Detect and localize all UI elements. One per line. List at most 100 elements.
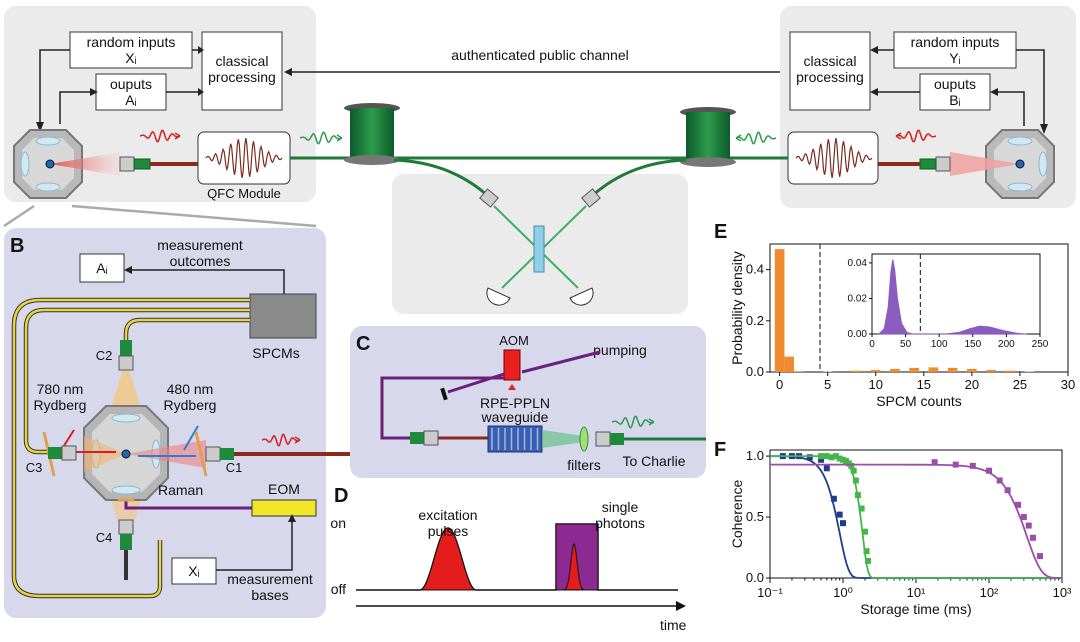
chart-f-point [818, 456, 825, 463]
b-coupler-c3 [48, 445, 77, 461]
chart-f-xtick-label: 10³ [1053, 585, 1072, 600]
chart-e-bar [890, 368, 900, 372]
b-bases-arrowhead [288, 514, 296, 522]
chart-f-point [840, 456, 846, 463]
chart-e-bar [784, 356, 795, 372]
zoom-line-right [71, 204, 317, 228]
chart-e-bar [870, 369, 881, 372]
b-bases-arrow [216, 520, 293, 571]
b-coupler-c1 [205, 446, 234, 462]
chart-f-xtick-label: 10⁰ [833, 585, 853, 600]
b-ai-box [79, 253, 125, 283]
right-input-symbol: Yᵢ [949, 50, 961, 66]
b-raman-beam [124, 500, 286, 510]
c-filter [579, 426, 589, 452]
fiber-to-charlie-right [591, 158, 687, 198]
right-classical-processing-box [789, 31, 871, 111]
right-red-photon-wave [895, 129, 937, 143]
d-excitation-pulse [419, 527, 477, 591]
d-time-label: time [660, 617, 687, 633]
chart-e-inset-xtick-label: 150 [964, 339, 981, 350]
b-c1-label: C1 [226, 460, 243, 475]
chart-e-ytick-label: 0.2 [746, 313, 764, 328]
charlie-right-coupler [581, 188, 601, 208]
chart-e-inset-xtick-label: 50 [900, 339, 912, 350]
chart-e-bar [774, 249, 785, 372]
chart-e-inset-xtick-label: 250 [1032, 339, 1049, 350]
chart-f-xlabel: Storage time (ms) [860, 601, 971, 617]
b-xi-box [171, 557, 217, 585]
c-waveguide-label-2: waveguide [481, 409, 549, 425]
zoom-line-left [3, 204, 35, 228]
b-measurement-bases-1: measurement [227, 571, 313, 587]
chart-e-xtick-label: 5 [824, 377, 831, 392]
right-atom-trap [950, 129, 1055, 199]
left-output-symbol: Aᵢ [125, 92, 137, 108]
left-random-inputs-label: random inputs [87, 34, 176, 50]
left-outputs-label: ouputs [110, 76, 152, 92]
left-processing-label-2: processing [208, 69, 276, 85]
charlie-left-coupler [479, 188, 499, 208]
qfc-module-label: QFC Module [207, 186, 281, 201]
chart-f-frame [769, 449, 1063, 579]
chart-e-ytick-label: 0.0 [746, 364, 764, 379]
chart-e-inset-ytick-label: 0.00 [848, 329, 868, 340]
b-c4-label: C4 [96, 530, 113, 545]
chart-f-point [823, 453, 830, 460]
b-c3-label: C3 [26, 460, 43, 475]
b-raman-label: Raman [158, 482, 203, 498]
right-output-arrowhead [990, 88, 998, 96]
chart-f-point [1020, 514, 1027, 521]
c-pump-in [521, 350, 601, 374]
b-780-label-2: Rydberg [34, 397, 87, 413]
d-single-photons-label-2: photons [595, 515, 645, 531]
chart-e-xtick-label: 25 [1013, 377, 1027, 392]
chart-f-point [952, 461, 959, 468]
chart-e-bar [947, 367, 958, 372]
d-off-label: off [331, 581, 346, 597]
charlie-detector-left [486, 287, 511, 306]
b-eom-box [251, 499, 317, 517]
right-fiber-spool [680, 107, 736, 167]
b-c2-label: C2 [96, 348, 113, 363]
b-measurement-bases-2: bases [251, 587, 288, 603]
c-aom-box [503, 349, 521, 381]
c-output-coupler [595, 431, 624, 447]
panel-b-background [4, 228, 326, 618]
left-inputs-to-processing-head [198, 46, 204, 54]
chart-f-xtick-label: 10⁻¹ [757, 585, 783, 600]
chart-e-inset-xtick-label: 100 [931, 339, 948, 350]
right-qfc-wavepacket [795, 138, 873, 178]
chart-f-point [858, 505, 865, 512]
left-qfc-wavepacket [205, 137, 283, 179]
d-pulse-trace [356, 523, 678, 591]
d-on-label: on [330, 515, 346, 531]
left-output-arrowhead [90, 88, 98, 96]
b-measurement-outcomes-1: measurement [157, 237, 243, 253]
right-output-arrow [996, 91, 1025, 126]
c-waveguide-label-1: RPE-PPLN [480, 395, 550, 411]
channel-arrowhead-left [284, 68, 292, 76]
chart-f-point [854, 492, 861, 499]
b-red-photon-wave [261, 433, 301, 447]
left-input-symbol: Xᵢ [125, 50, 137, 66]
chart-e-inset-area [877, 259, 1027, 335]
chart-e-xtick-label: 15 [917, 377, 931, 392]
right-output-symbol: Bᵢ [949, 92, 961, 108]
chart-e-xtick-label: 10 [869, 377, 883, 392]
charlie-detector-right [569, 287, 594, 306]
b-480-label-2: Rydberg [164, 397, 217, 413]
chart-f-point [828, 454, 835, 461]
chart-e-bar [822, 371, 833, 372]
c-waveguide-box [487, 425, 543, 453]
chart-e-inset-ytick-label: 0.04 [848, 258, 868, 269]
right-outputs-label: ouputs [934, 76, 976, 92]
chart-f-point [832, 453, 839, 460]
chart-f-point [864, 557, 871, 564]
chart-f-point [836, 511, 843, 518]
left-input-arrowhead [36, 122, 44, 132]
chart-f-point [840, 520, 846, 527]
chart-f-point [850, 467, 857, 474]
